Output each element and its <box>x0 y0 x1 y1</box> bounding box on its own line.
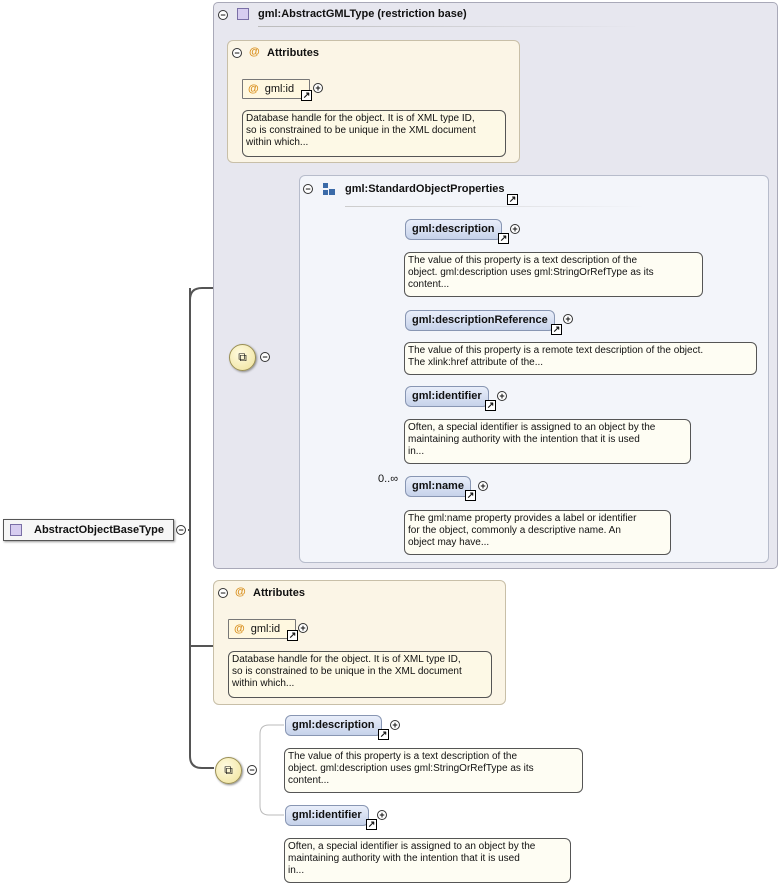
element-doc: The value of this property is a text des… <box>404 252 703 297</box>
link-icon[interactable]: ↗ <box>465 490 476 501</box>
at-icon: @ <box>248 83 259 95</box>
element-description[interactable]: gml:description <box>405 219 502 240</box>
cardinality-label: 0..∞ <box>378 473 399 485</box>
attribute-doc: Database handle for the object. It is of… <box>228 651 492 698</box>
expand-icon[interactable]: + <box>563 314 573 324</box>
sequence-compositor-icon[interactable]: ⧉ <box>215 757 242 784</box>
element-doc: The gml:name property provides a label o… <box>404 510 671 555</box>
complex-type-icon <box>237 8 249 20</box>
doc-text: Database handle for the object. It is of… <box>232 654 462 689</box>
attribute-name: gml:id <box>264 83 295 95</box>
element-doc: Often, a special identifier is assigned … <box>284 838 571 883</box>
attribute-gml-id[interactable]: @ gml:id <box>242 79 310 99</box>
element-description-reference[interactable]: gml:descriptionReference <box>405 310 555 331</box>
doc-text: The value of this property is a remote t… <box>408 345 704 368</box>
link-icon[interactable]: ↗ <box>366 819 377 830</box>
sequence-compositor-icon[interactable]: ⧉ <box>229 344 256 371</box>
collapse-sequence-icon[interactable]: − <box>260 352 270 362</box>
expand-icon[interactable]: + <box>478 481 488 491</box>
link-icon[interactable]: ↗ <box>498 233 509 244</box>
complex-type-icon <box>10 524 22 536</box>
collapse-attributes-icon[interactable]: − <box>232 48 242 58</box>
attributes-title: Attributes <box>253 587 305 599</box>
collapse-sequence-icon[interactable]: − <box>247 765 257 775</box>
attribute-gml-id[interactable]: @ gml:id <box>228 619 296 639</box>
element-doc: The value of this property is a remote t… <box>404 342 757 375</box>
link-icon[interactable]: ↗ <box>287 630 298 641</box>
collapse-restriction-icon[interactable]: − <box>218 10 228 20</box>
group-link-icon[interactable]: ↗ <box>507 194 518 205</box>
expand-icon[interactable]: + <box>390 720 400 730</box>
attribute-name: gml:id <box>250 623 281 635</box>
title-underline <box>258 26 638 27</box>
element-doc: Often, a special identifier is assigned … <box>404 419 691 464</box>
attributes-title: Attributes <box>267 47 319 59</box>
root-type-box[interactable]: AbstractObjectBaseType <box>3 519 174 541</box>
attributes-at-icon: @ <box>235 586 246 598</box>
expand-icon[interactable]: + <box>298 623 308 633</box>
doc-text: Database handle for the object. It is of… <box>246 113 476 148</box>
doc-text: The value of this property is a text des… <box>288 751 534 786</box>
element-identifier[interactable]: gml:identifier <box>285 805 369 826</box>
expand-icon[interactable]: + <box>510 224 520 234</box>
collapse-attributes-icon[interactable]: − <box>218 588 228 598</box>
element-name[interactable]: gml:name <box>405 476 471 497</box>
link-icon[interactable]: ↗ <box>378 729 389 740</box>
root-type-label: AbstractObjectBaseType <box>34 524 165 536</box>
expand-icon[interactable]: + <box>377 810 387 820</box>
attributes-at-icon: @ <box>249 46 260 58</box>
element-doc: The value of this property is a text des… <box>284 748 583 793</box>
collapse-group-box-icon[interactable]: − <box>303 184 313 194</box>
element-identifier[interactable]: gml:identifier <box>405 386 489 407</box>
doc-text: Often, a special identifier is assigned … <box>408 422 656 457</box>
group-title-underline <box>345 206 645 207</box>
expand-icon[interactable]: + <box>497 391 507 401</box>
link-icon[interactable]: ↗ <box>551 324 562 335</box>
doc-text: The value of this property is a text des… <box>408 255 654 290</box>
element-description[interactable]: gml:description <box>285 715 382 736</box>
doc-text: The gml:name property provides a label o… <box>408 513 637 548</box>
link-icon[interactable]: ↗ <box>301 90 312 101</box>
collapse-root-icon[interactable]: − <box>176 525 186 535</box>
doc-text: Often, a special identifier is assigned … <box>288 841 536 876</box>
at-icon: @ <box>234 623 245 635</box>
link-icon[interactable]: ↗ <box>485 400 496 411</box>
expand-icon[interactable]: + <box>313 83 323 93</box>
restriction-base-title: gml:AbstractGMLType (restriction base) <box>258 8 467 20</box>
attribute-doc: Database handle for the object. It is of… <box>242 110 506 157</box>
group-icon <box>323 183 335 195</box>
group-title: gml:StandardObjectProperties <box>345 183 505 195</box>
